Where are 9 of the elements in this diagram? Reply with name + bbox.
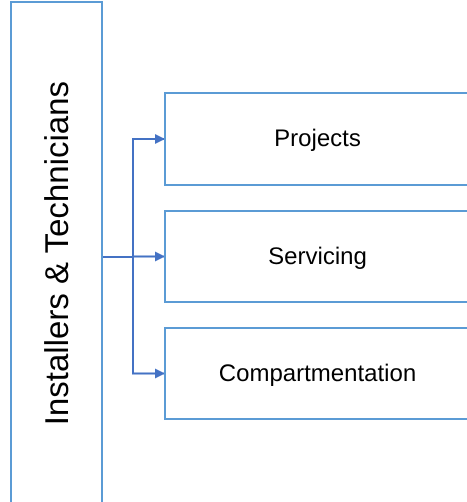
- category-box: [10, 1, 103, 502]
- process-box: [164, 92, 467, 186]
- box-label: Projects: [274, 124, 361, 154]
- box-label: Servicing: [268, 242, 367, 272]
- category-title: Installers & Technicians: [36, 81, 76, 426]
- process-box: [164, 210, 467, 303]
- box-label: Compartmentation: [218, 358, 416, 388]
- connector-arrow: [103, 256, 165, 378]
- process-box: [164, 327, 467, 420]
